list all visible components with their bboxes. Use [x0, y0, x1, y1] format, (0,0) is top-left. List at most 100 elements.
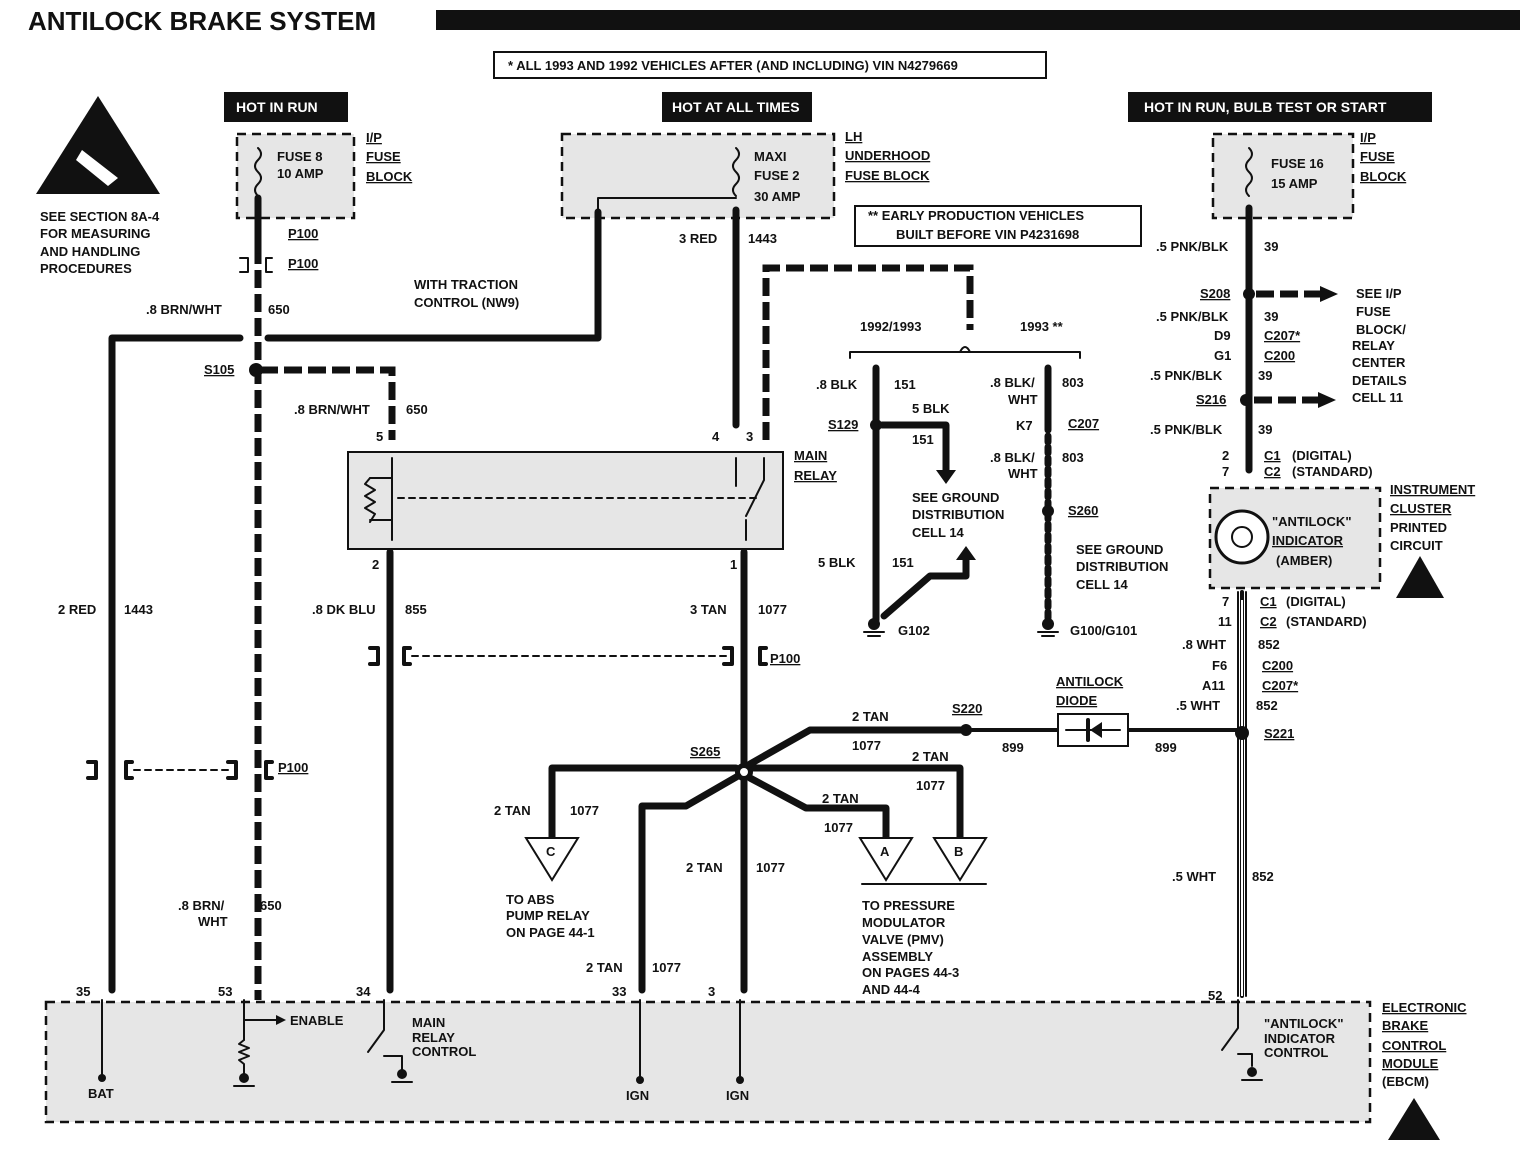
s105-splice	[249, 363, 263, 377]
pin-34: 34	[356, 984, 371, 999]
s260-splice	[1042, 505, 1054, 517]
pmv-1: TO PRESSURE	[862, 898, 955, 913]
wire-5blk	[878, 421, 950, 474]
pin-2b: 2	[1222, 448, 1229, 463]
gd2-3: CELL 14	[1076, 577, 1129, 592]
see-ip-2: FUSE	[1356, 304, 1391, 319]
mrc-2: RELAY	[412, 1030, 455, 1045]
esd-note-2: FOR MEASURING	[40, 226, 151, 241]
terminal-b-icon	[932, 837, 988, 882]
w2tan-a-num: 1077	[824, 820, 853, 835]
header-hot-in-run-bulb-bg	[1128, 92, 1432, 122]
w2tan-s220-num: 1077	[852, 738, 881, 753]
c207-b-label: C207*	[1262, 678, 1299, 693]
esd-note-3: AND HANDLING	[40, 244, 140, 259]
gd2-2: DISTRIBUTION	[1076, 559, 1168, 574]
w650c-label: .8 BRN/	[178, 898, 225, 913]
s216-label: S216	[1196, 392, 1226, 407]
ebcm-1: ELECTRONIC	[1382, 1000, 1467, 1015]
c200-a-label: C200	[1264, 348, 1295, 363]
w8blk-label: .8 BLK	[816, 377, 858, 392]
header-hot-in-run-bulb: HOT IN RUN, BULB TEST OR START	[1144, 99, 1387, 115]
gd1-3: CELL 14	[912, 525, 965, 540]
fuse-8-label: FUSE 8	[277, 149, 323, 164]
abs-pump-1: TO ABS	[506, 892, 555, 907]
see-ip-7: CELL 11	[1352, 390, 1403, 405]
w8wht-num: 852	[1258, 637, 1280, 652]
relay-coil-leads	[369, 457, 393, 541]
see-ip-5: CENTER	[1352, 355, 1406, 370]
pin-53: 53	[218, 984, 232, 999]
esd-warning-icon	[36, 96, 160, 194]
w5pnk3-num: 39	[1258, 368, 1272, 383]
pin-a11: A11	[1202, 678, 1225, 693]
w2tan-b-label: 2 TAN	[912, 749, 949, 764]
wire-852-outline	[1237, 591, 1247, 997]
w2red-label: 2 RED	[58, 602, 96, 617]
wire-to-c	[548, 764, 740, 842]
w3tan-label: 3 TAN	[690, 602, 727, 617]
wire-5blk-2	[880, 556, 970, 620]
s221-label: S221	[1264, 726, 1294, 741]
pmv-6: AND 44-4	[862, 982, 921, 997]
wire-traction-link	[597, 197, 737, 213]
ic-2: INDICATOR	[1264, 1031, 1336, 1046]
fuse-block-ip	[235, 132, 356, 220]
standard-b: (STANDARD)	[1286, 614, 1367, 629]
enable-label: ENABLE	[290, 1013, 344, 1028]
year-bracket	[849, 351, 1081, 359]
wire-to-ign33	[638, 772, 742, 994]
pin-11: 11	[1218, 614, 1232, 629]
s208-label: S208	[1200, 286, 1230, 301]
ip-fuse-block2-2: FUSE	[1360, 149, 1395, 164]
wire-hop	[959, 346, 971, 353]
fuse-16-label: FUSE 16	[1271, 156, 1324, 171]
g102-label: G102	[898, 623, 930, 638]
p100-low-label: P100	[278, 760, 308, 775]
pin-52: 52	[1208, 988, 1222, 1003]
ground-g102-icon	[863, 618, 885, 637]
arrow-s208-icon	[1320, 286, 1338, 302]
w899-label-1: 899	[1002, 740, 1024, 755]
ip-fuse-block-2: FUSE	[366, 149, 401, 164]
ip-fuse-block-1: I/P	[366, 130, 382, 145]
instrument-1: INSTRUMENT	[1390, 482, 1475, 497]
mrc-1: MAIN	[412, 1015, 445, 1030]
enable-lead	[243, 999, 277, 1041]
wire-traction	[264, 208, 602, 342]
header-hot-at-all-times: HOT AT ALL TIMES	[672, 99, 800, 115]
indicator-3: (AMBER)	[1276, 553, 1332, 568]
see-ip-1: SEE I/P	[1356, 286, 1402, 301]
header-hot-in-run-bg	[224, 92, 348, 122]
ground-indicator-control-icon	[1241, 1067, 1263, 1081]
ground-relay-control-icon	[391, 1069, 413, 1083]
maxi-fuse-label-3: 30 AMP	[754, 189, 801, 204]
relay-control-lead	[383, 1055, 403, 1071]
note-early-box	[854, 205, 1142, 247]
traction-2: CONTROL (NW9)	[414, 295, 519, 310]
pin-5: 5	[376, 429, 383, 444]
ic-3: CONTROL	[1264, 1045, 1328, 1060]
gd2-1: SEE GROUND	[1076, 542, 1163, 557]
diode-icon	[1090, 722, 1102, 738]
w803b-label-1: .8 BLK/	[990, 450, 1035, 465]
fuse-block-lh-shade	[562, 134, 834, 218]
maxi-fuse-label-2: FUSE 2	[754, 168, 800, 183]
note-early-1: ** EARLY PRODUCTION VEHICLES	[868, 208, 1084, 223]
p100-top-connector	[239, 257, 273, 273]
ebcm-5: (EBCM)	[1382, 1074, 1429, 1089]
esd-note-1: SEE SECTION 8A-4	[40, 209, 160, 224]
c2-b-label: C2	[1260, 614, 1277, 629]
s105-label: S105	[204, 362, 234, 377]
w803b-label-2: WHT	[1008, 466, 1038, 481]
enable-arrow-icon	[276, 1015, 286, 1025]
instrument-3: PRINTED	[1390, 520, 1447, 535]
w5pnk4-label: .5 PNK/BLK	[1150, 422, 1223, 437]
esd-ebcm-icon	[1388, 1098, 1440, 1140]
note-top-box	[493, 51, 1047, 79]
w2tan-ign3-num: 1077	[756, 860, 785, 875]
c207s-label: C207*	[1264, 328, 1301, 343]
w5blk2-label: 5 BLK	[818, 555, 856, 570]
enable-resistor-icon	[238, 1039, 250, 1075]
w650b-label: .8 BRN/WHT	[294, 402, 370, 417]
